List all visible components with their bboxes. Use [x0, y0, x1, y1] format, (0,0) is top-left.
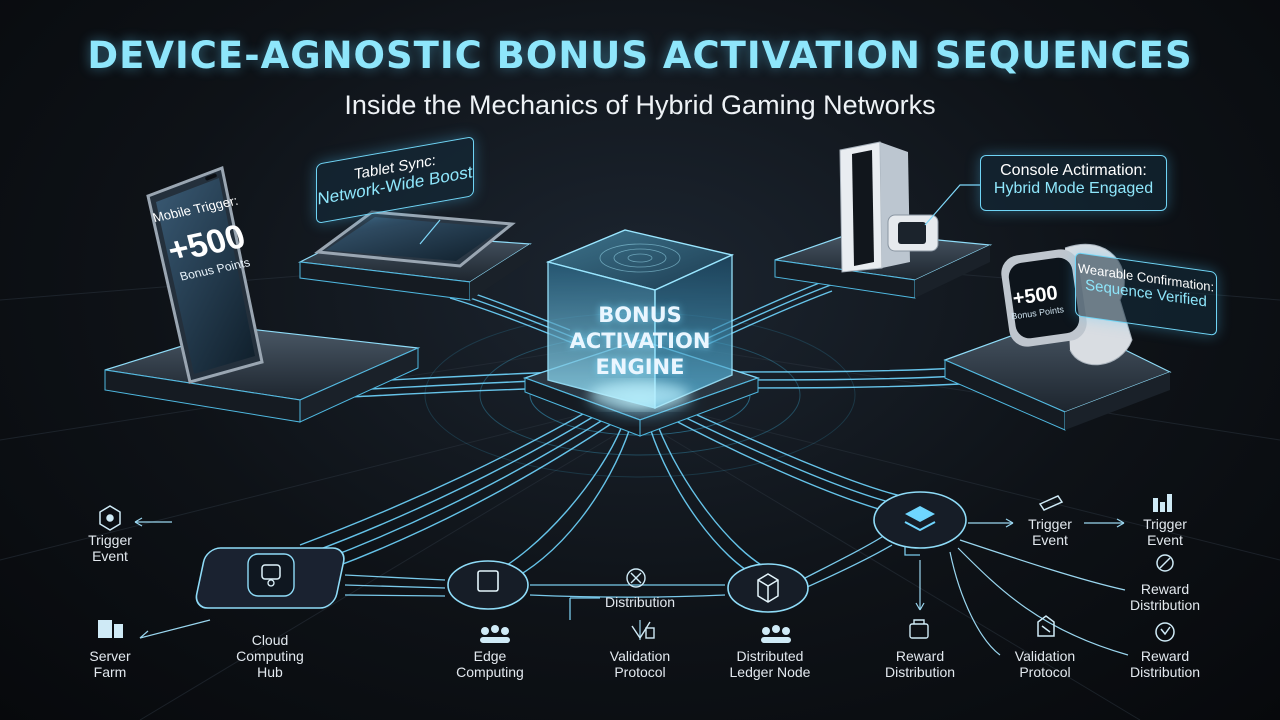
arrow-lines	[134, 517, 1129, 656]
label-edge-computing: Edge Computing	[456, 648, 524, 680]
reward-icon-r2	[1155, 622, 1175, 642]
label-validation-right: Validation Protocol	[1014, 648, 1076, 680]
label-trigger-r2: Trigger Event	[1143, 516, 1187, 548]
reward-icon-mid	[909, 619, 929, 639]
trigger-icon	[99, 505, 121, 531]
label-validation-mid: Validation Protocol	[609, 648, 671, 680]
right-hub-node	[873, 491, 967, 549]
engine-label: BONUS ACTIVATION ENGINE	[552, 302, 728, 380]
engine-label-line1: BONUS	[598, 303, 682, 327]
ledger-node	[727, 563, 809, 613]
label-reward-mid: Reward Distribution	[884, 648, 956, 680]
trigger-icon-r2	[1153, 494, 1172, 512]
label-ledger-node: Distributed Ledger Node	[729, 648, 811, 680]
validation-icon-right	[1037, 615, 1055, 637]
page-title: DEVICE-AGNOSTIC BONUS ACTIVATION SEQUENC…	[87, 34, 1193, 77]
cloud-hub-node	[195, 547, 345, 609]
distribution-icon	[626, 568, 646, 588]
tablet-device	[313, 210, 516, 268]
server-icon	[98, 620, 123, 638]
validation-icon	[631, 621, 655, 640]
label-trigger-left: Trigger Event	[88, 532, 132, 564]
smartphone-device	[146, 165, 264, 384]
label-server-farm: Server Farm	[89, 648, 131, 680]
label-cloud-hub: Cloud Computing Hub	[236, 632, 304, 680]
engine-cube	[545, 229, 735, 410]
edge-node	[447, 560, 529, 610]
label-distribution: Distribution	[604, 594, 676, 610]
label-reward-r1: Reward Distribution	[1129, 581, 1201, 613]
engine-label-line2: ACTIVATION	[569, 329, 711, 353]
console-title: Console Actirmation:	[1000, 162, 1147, 179]
reward-icon-r1	[1156, 554, 1174, 572]
console-affirmation-callout: Console Actirmation: Hybrid Mode Engaged	[980, 155, 1167, 211]
console-detail: Hybrid Mode Engaged	[993, 180, 1154, 197]
team-icon-ledger	[761, 625, 791, 643]
team-icon-edge	[480, 625, 510, 643]
console-device	[839, 141, 939, 273]
engine-label-line3: ENGINE	[595, 355, 685, 379]
label-trigger-r1: Trigger Event	[1028, 516, 1072, 548]
page-subtitle: Inside the Mechanics of Hybrid Gaming Ne…	[344, 90, 936, 120]
callout-leaders	[419, 184, 980, 245]
platform-phone	[104, 327, 421, 423]
label-reward-r2: Reward Distribution	[1129, 648, 1201, 680]
trigger-icon-r1	[1038, 495, 1064, 511]
